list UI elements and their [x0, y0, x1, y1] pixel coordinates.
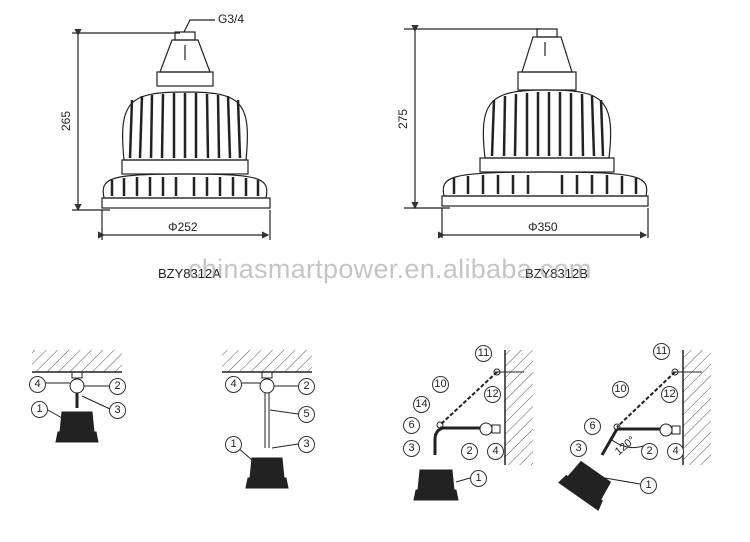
- callout-5: 5: [298, 406, 315, 423]
- callout-6: 6: [584, 418, 601, 435]
- callout-4: 4: [667, 443, 684, 460]
- callout-2: 2: [461, 443, 478, 460]
- callout-12: 12: [661, 386, 678, 403]
- callout-4: 4: [225, 376, 242, 393]
- callout-2: 2: [298, 378, 315, 395]
- install-wall-angled: [558, 350, 711, 511]
- callout-1: 1: [225, 436, 242, 453]
- install-ceiling-pendant: [222, 350, 312, 489]
- model-label-b: BZY8312B: [525, 266, 588, 281]
- height-label-a: 265: [59, 110, 74, 132]
- callout-10: 10: [612, 381, 629, 398]
- install-wall-vertical: [413, 350, 533, 501]
- callout-6: 6: [403, 417, 420, 434]
- thread-label-a: G3/4: [218, 12, 245, 26]
- model-label-a: BZY8312A: [158, 266, 221, 281]
- callout-3: 3: [403, 440, 420, 457]
- callout-2: 2: [109, 378, 126, 395]
- callout-3: 3: [109, 402, 126, 419]
- lamp-a-drawing: [72, 19, 271, 240]
- callout-11: 11: [475, 345, 492, 362]
- callout-4: 4: [29, 376, 46, 393]
- callout-1: 1: [470, 470, 487, 487]
- callout-10: 10: [432, 376, 449, 393]
- diameter-label-b: Φ350: [528, 220, 558, 234]
- lamp-b-drawing: [404, 25, 649, 239]
- diameter-label-a: Φ252: [168, 220, 198, 234]
- callout-1: 1: [640, 477, 657, 494]
- callout-1: 1: [31, 401, 48, 418]
- callout-11: 11: [653, 343, 670, 360]
- callout-3: 3: [570, 440, 587, 457]
- install-ceiling-direct: [32, 350, 122, 443]
- callout-14: 14: [413, 396, 430, 413]
- height-label-b: 275: [396, 108, 411, 130]
- callout-3: 3: [298, 436, 315, 453]
- callout-12: 12: [484, 386, 501, 403]
- callout-2: 2: [641, 443, 658, 460]
- watermark: chinasmartpower.en.alibaba.com: [188, 254, 592, 284]
- callout-4: 4: [487, 443, 504, 460]
